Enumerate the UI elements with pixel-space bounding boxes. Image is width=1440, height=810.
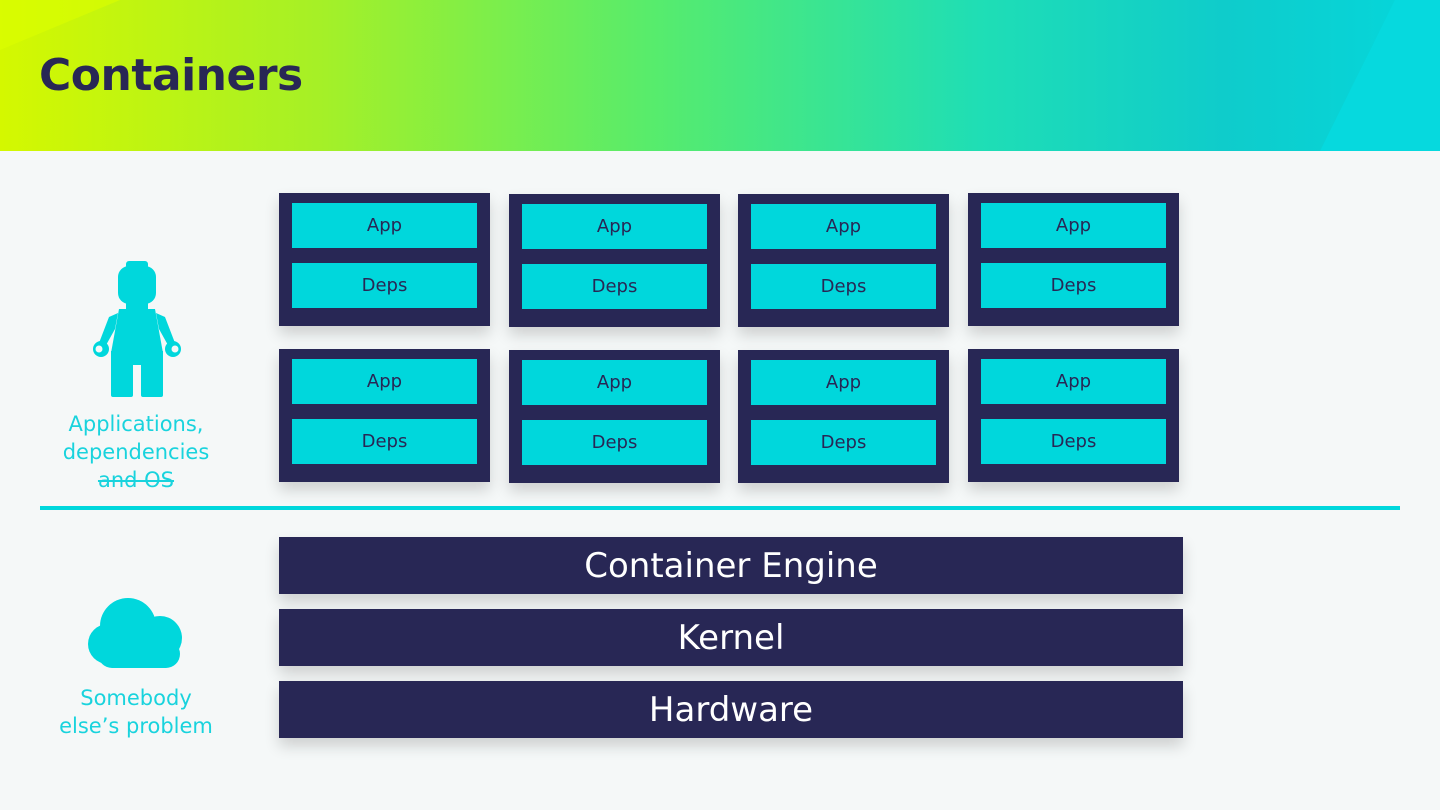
deps-chip: Deps (522, 420, 707, 465)
slide-title: Containers (39, 50, 303, 101)
somebody-else-label: Somebody else’s problem (26, 684, 246, 740)
cloud-icon (88, 598, 182, 668)
divider-line (40, 506, 1400, 510)
container-box: App Deps (509, 194, 720, 327)
app-chip: App (292, 203, 477, 248)
layer-kernel: Kernel (279, 609, 1183, 666)
container-box: App Deps (968, 193, 1179, 326)
app-chip: App (522, 204, 707, 249)
deps-chip: Deps (292, 263, 477, 308)
applications-label-line: Applications, (68, 412, 204, 436)
deps-chip: Deps (751, 264, 936, 309)
layer-container-engine: Container Engine (279, 537, 1183, 594)
deps-chip: Deps (751, 420, 936, 465)
container-box: App Deps (738, 350, 949, 483)
container-box: App Deps (509, 350, 720, 483)
header-banner: Containers (0, 0, 1440, 151)
app-chip: App (981, 359, 1166, 404)
somebody-else-label-line: Somebody (80, 686, 192, 710)
applications-label: Applications, dependencies and OS (26, 410, 246, 494)
somebody-else-label-line: else’s problem (59, 714, 213, 738)
deps-chip: Deps (292, 419, 477, 464)
applications-label-line: dependencies (62, 440, 210, 464)
app-chip: App (981, 203, 1166, 248)
app-chip: App (751, 360, 936, 405)
app-chip: App (292, 359, 477, 404)
app-chip: App (522, 360, 707, 405)
app-chip: App (751, 204, 936, 249)
deps-chip: Deps (522, 264, 707, 309)
container-box: App Deps (968, 349, 1179, 482)
lego-figure-icon (93, 261, 181, 397)
banner-facet-right (1320, 0, 1440, 151)
layer-hardware: Hardware (279, 681, 1183, 738)
container-box: App Deps (738, 194, 949, 327)
container-box: App Deps (279, 193, 490, 326)
container-box: App Deps (279, 349, 490, 482)
deps-chip: Deps (981, 263, 1166, 308)
applications-label-struck: and OS (97, 468, 175, 492)
deps-chip: Deps (981, 419, 1166, 464)
